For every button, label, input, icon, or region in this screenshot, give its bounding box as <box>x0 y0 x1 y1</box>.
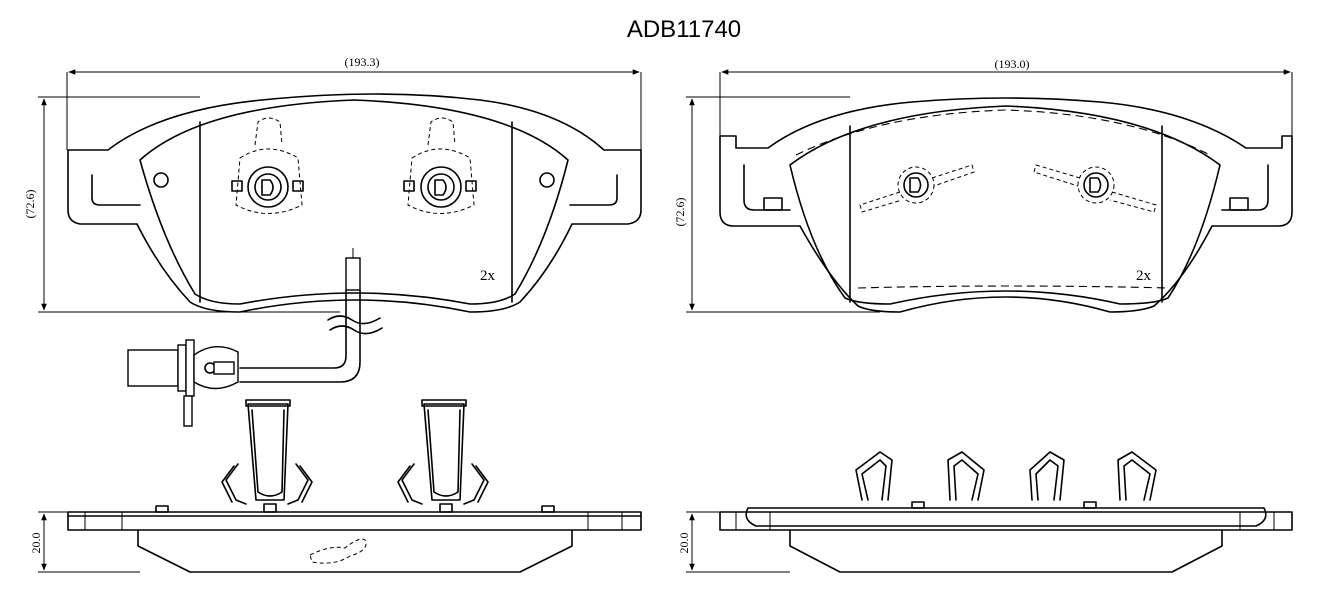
sensor-hidden-line <box>309 538 367 564</box>
backing-plate-side <box>719 511 1293 531</box>
backing-plate-outline <box>67 93 642 313</box>
clip-boss-right <box>403 117 477 214</box>
spring-clip-icon <box>221 399 313 513</box>
shim-outline-dashed <box>795 109 1211 156</box>
left-ear-cutout <box>743 164 791 211</box>
quantity-label: 2x <box>1136 268 1152 284</box>
height-dimension-label: (72.6) <box>673 198 687 227</box>
right-ear-cutout <box>569 174 618 206</box>
outer-pad-side-view: 20.0 <box>677 451 1293 573</box>
shim-side <box>745 507 1267 527</box>
inner-pad-side-view: 20.0 <box>29 399 642 573</box>
spring-clip-icon <box>859 164 975 213</box>
part-number-title: ADB11740 <box>626 16 742 43</box>
backing-plate-side <box>67 511 642 531</box>
spring-clip-icon <box>1029 451 1065 501</box>
ear-tab-right <box>1229 197 1249 211</box>
spring-clip-icon <box>855 451 893 501</box>
width-dimension-label: (193.0) <box>995 57 1030 71</box>
friction-material-side <box>137 529 573 573</box>
spring-clip-icon <box>1033 164 1157 213</box>
left-ear-cutout <box>91 174 141 206</box>
outer-pad-front-view: (193.0) (72.6) <box>673 57 1293 313</box>
spring-clip-icon <box>1117 451 1157 501</box>
width-dimension-label: (193.3) <box>345 55 380 69</box>
clip-boss-left <box>231 117 304 214</box>
spring-clip-icon <box>397 399 489 513</box>
wear-sensor-icon <box>127 248 383 427</box>
height-dimension-label: (72.6) <box>23 190 37 219</box>
friction-material-side <box>789 529 1223 573</box>
spring-clip-icon <box>947 451 985 501</box>
right-ear-cutout <box>1221 164 1269 211</box>
wear-line-dashed <box>857 285 1169 289</box>
quantity-label: 2x <box>480 268 496 284</box>
thickness-dimension-label: 20.0 <box>29 533 43 554</box>
inner-pad-front-view: (193.3) (72.6) <box>23 55 642 427</box>
thickness-dimension-label: 20.0 <box>677 533 691 554</box>
ear-tab-left <box>763 197 783 211</box>
backing-plate-outline <box>719 97 1293 313</box>
mounting-hole-left <box>153 172 169 188</box>
mounting-hole-right <box>539 172 555 188</box>
